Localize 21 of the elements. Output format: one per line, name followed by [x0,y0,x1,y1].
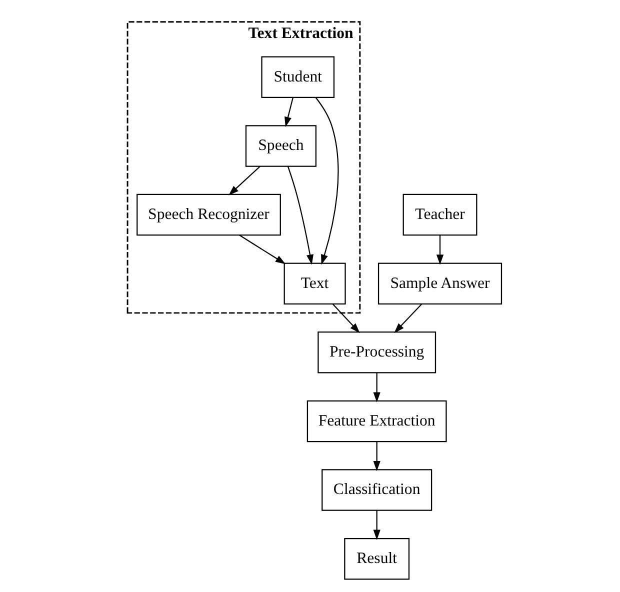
node-box: Teacher [402,194,478,236]
node-box: Text [284,262,346,304]
arrow [284,97,294,128]
arrow [373,372,380,402]
arrow [332,304,360,334]
arrow [287,166,314,265]
arrow [436,235,444,265]
node-box: Classification [322,469,432,511]
arrow [373,442,380,472]
arrow [239,234,286,264]
node-box: Pre-Processing [318,332,436,374]
node-box: Speech Recognizer [136,194,281,236]
arrow [373,510,380,540]
node-box: Speech [245,125,316,167]
arrow [228,166,260,196]
arrow [315,97,339,265]
arrow [394,304,422,334]
node-box: Feature Extraction [306,400,447,442]
node-box: Student [261,56,335,98]
node-box: Sample Answer [378,262,502,304]
node-box: Result [344,538,410,580]
